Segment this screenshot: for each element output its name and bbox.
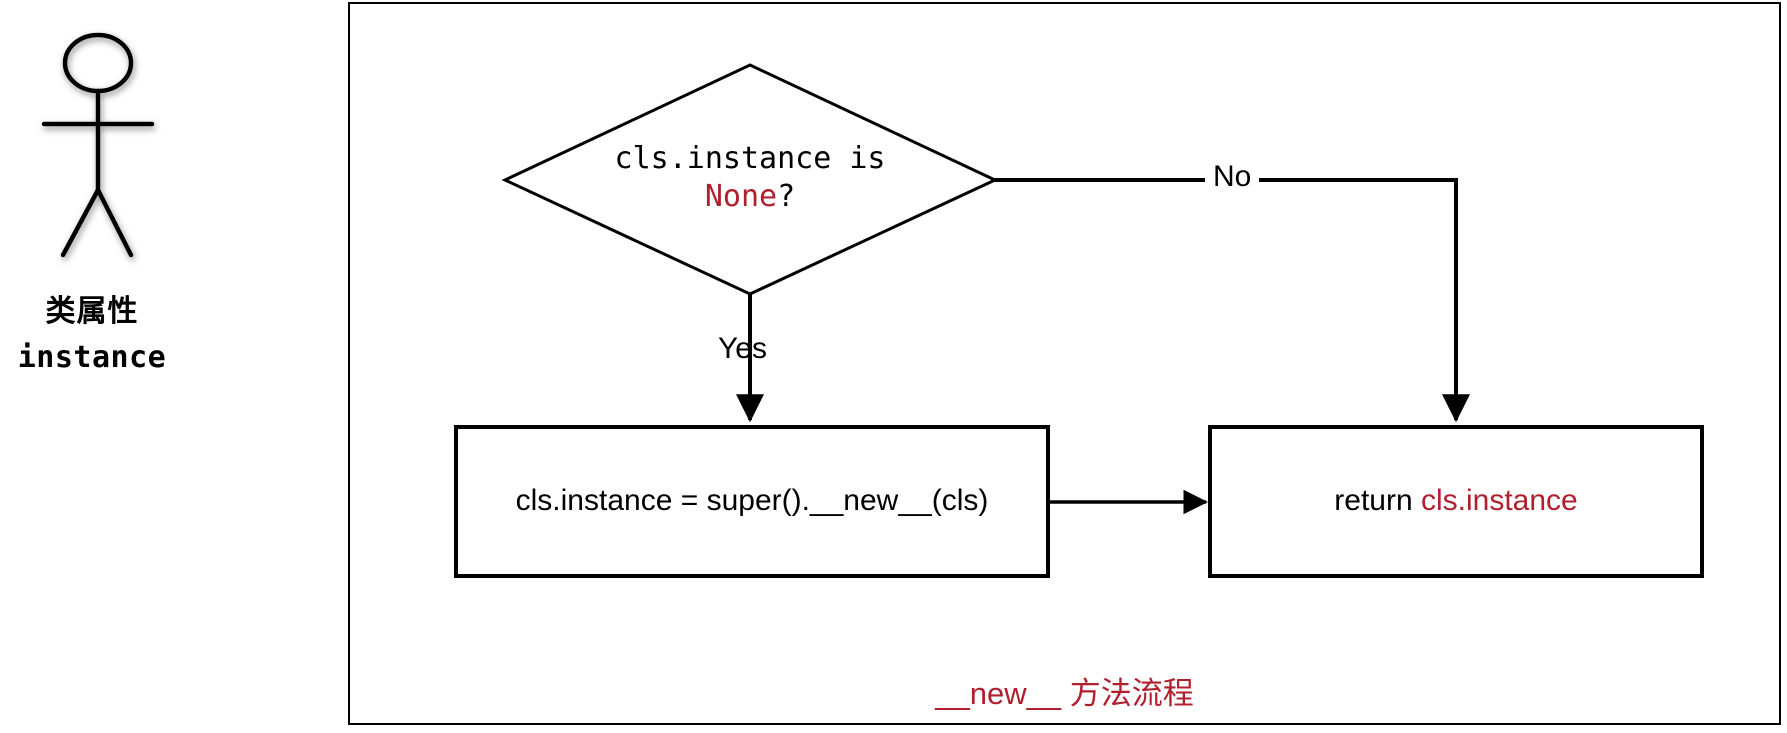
return-keyword: return <box>1334 484 1421 517</box>
stick-figure-icon <box>41 32 155 258</box>
edge-label-no: No <box>1205 160 1260 194</box>
actor-group: 类属性 instance <box>0 0 340 400</box>
edge-label-yes: Yes <box>718 332 767 365</box>
flowchart-frame <box>348 2 1781 725</box>
box-assign-text: cls.instance = super().__new__(cls) <box>515 484 989 517</box>
decision-none-keyword: None <box>704 179 778 214</box>
actor-label-code: instance <box>17 340 167 375</box>
box-return-text: return cls.instance <box>1210 484 1702 518</box>
box-return <box>1208 425 1704 578</box>
decision-line-1: cls.instance is <box>614 141 886 176</box>
actor-label-cn: 类属性 <box>45 295 139 328</box>
decision-question-mark: ? <box>777 179 796 214</box>
return-value: cls.instance <box>1420 484 1578 517</box>
flowchart-shapes <box>454 63 1704 578</box>
decision-line-2: None? <box>505 178 995 216</box>
box-assign <box>454 425 1050 578</box>
edge-no <box>995 178 1470 423</box>
decision-node-text: cls.instance is None? <box>505 140 995 216</box>
flowchart-caption: __new__ 方法流程 <box>935 676 1194 711</box>
